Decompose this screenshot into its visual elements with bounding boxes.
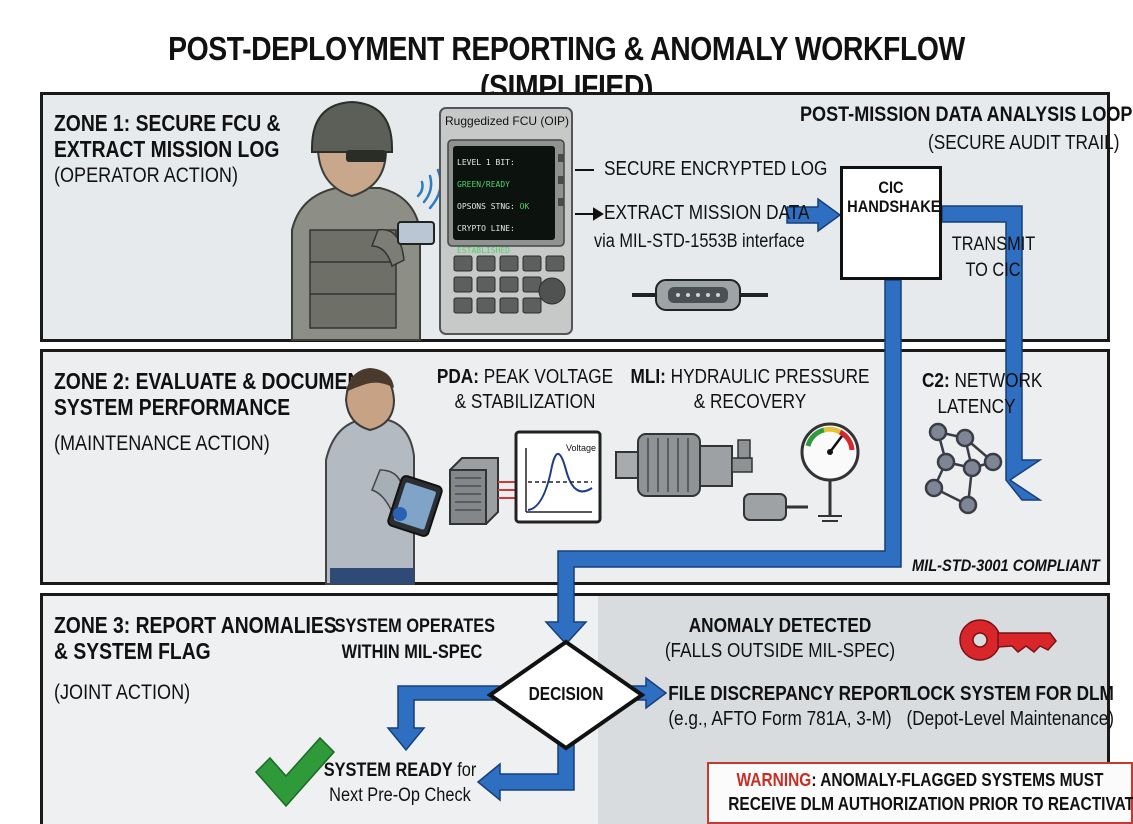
system-ready-label: SYSTEM READY for Next Pre-Op Check [323, 760, 477, 806]
decision-label: DECISION [528, 684, 604, 704]
arrow-cic-to-decision [544, 279, 902, 646]
loop-title: POST-MISSION DATA ANALYSIS LOOP [800, 103, 1133, 126]
transmit-label: TRANSMIT TO CIC [951, 234, 1036, 281]
arrow-extract-to-cic [786, 197, 842, 233]
pressure-gauge-icon [800, 422, 860, 522]
extract-interface-label: via MIL-STD-1553B interface [594, 231, 805, 252]
soldier-icon [291, 100, 435, 341]
checkmark-icon [254, 736, 336, 808]
key-icon [959, 619, 1057, 661]
within-spec-label: SYSTEM OPERATES WITHIN MIL-SPEC [334, 616, 496, 663]
zone-3-heading: ZONE 3: REPORT ANOMALIES & SYSTEM FLAG [54, 612, 337, 664]
warning-text: WARNING: ANOMALY-FLAGGED SYSTEMS MUST RE… [728, 770, 1133, 814]
zone-1-role: (OPERATOR ACTION) [54, 164, 238, 187]
zone-1-heading: ZONE 1: SECURE FCU & EXTRACT MISSION LOG [54, 110, 281, 162]
extract-data-label: EXTRACT MISSION DATA [604, 202, 810, 224]
cic-handshake-box [840, 166, 942, 280]
zone-3-role: (JOINT ACTION) [54, 681, 191, 704]
cic-handshake-label: CIC HANDSHAKE [847, 178, 941, 216]
fcu-keypad[interactable] [453, 255, 566, 314]
loop-subtitle: (SECURE AUDIT TRAIL) [928, 132, 1120, 154]
arrow-decision-to-ready [476, 734, 575, 802]
screen-line-2: OPSONS STNG: OK [457, 202, 530, 211]
flow-arrows [386, 197, 1043, 802]
screen-line-1: LEVEL 1 BIT: GREEN/READY [457, 158, 515, 189]
c2-latency-label: C2: NETWORK LATENCY [922, 370, 1043, 418]
voltage-chart-icon [514, 430, 602, 524]
page-title: POST-DEPLOYMENT REPORTING & ANOMALY WORK… [168, 30, 965, 105]
mli-label: MLI: HYDRAULIC PRESSURE & RECOVERY [630, 366, 870, 413]
decision-diamond [486, 639, 646, 751]
fcu-leader-lines [575, 169, 604, 221]
warning-box [707, 762, 1133, 824]
screen-line-3: CRYPTO LINE: ESTABLISHED [457, 224, 515, 255]
power-unit-icon [449, 457, 518, 525]
voltage-chart-label: Voltage [566, 443, 597, 453]
fcu-label: Ruggedized FCU (OIP) [445, 114, 570, 128]
zone-2-heading: ZONE 2: EVALUATE & DOCUMENT SYSTEM PERFO… [54, 368, 374, 420]
connector-icon [632, 279, 768, 311]
tablet-icon [397, 221, 435, 245]
discrepancy-report-label: FILE DISCREPANCY REPORT (e.g., AFTO Form… [668, 683, 911, 730]
hydraulic-motor-icon [615, 433, 808, 521]
secure-log-label: SECURE ENCRYPTED LOG [604, 158, 828, 180]
technician-icon [325, 368, 443, 585]
pda-label: PDA: PEAK VOLTAGE & STABILIZATION [436, 366, 614, 413]
zone-2-role: (MAINTENANCE ACTION) [54, 432, 270, 455]
wifi-icon [416, 168, 442, 210]
anomaly-detected-label: ANOMALY DETECTED (FALLS OUTSIDE MIL-SPEC… [664, 615, 896, 662]
arrow-transmit-loop [941, 205, 1043, 501]
lock-system-label: LOCK SYSTEM FOR DLM (Depot-Level Mainten… [906, 683, 1114, 730]
network-icon [924, 422, 1003, 515]
fcu-screen: LEVEL 1 BIT: GREEN/READY OPSONS STNG: OK… [453, 146, 555, 255]
compliance-label: MIL-STD-3001 COMPLIANT [912, 556, 1100, 575]
